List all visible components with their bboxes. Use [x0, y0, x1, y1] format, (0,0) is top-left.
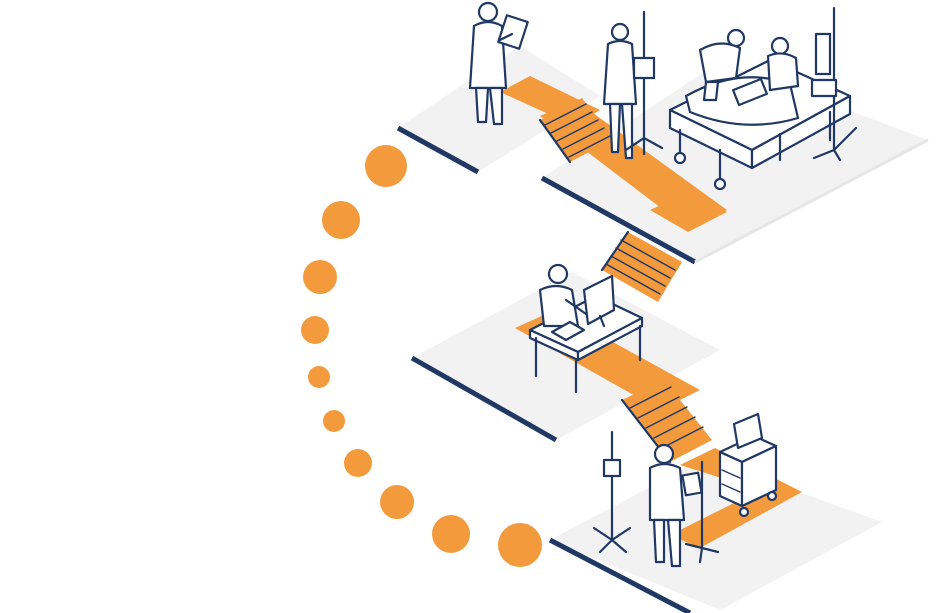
- medical-equipment-cart: [718, 412, 778, 518]
- clinician-with-tablet: [648, 443, 703, 568]
- arc-dot: [380, 485, 414, 519]
- stairs-upper: [538, 98, 612, 164]
- arc-dot: [308, 366, 330, 388]
- iv-pole-ward: [810, 6, 858, 162]
- iv-pole-bottom: [592, 430, 632, 554]
- arc-dot: [498, 523, 542, 567]
- computer-monitor: [582, 274, 616, 328]
- nurse-with-iv-pole: [602, 10, 664, 160]
- caregiver: [698, 28, 746, 102]
- stairs-middle: [600, 230, 682, 302]
- arc-dot: [323, 410, 345, 432]
- clinician-at-computer: [538, 263, 588, 328]
- arc-dot: [432, 515, 470, 553]
- iv-pole-bottom-right: [684, 460, 720, 564]
- arc-dot: [322, 201, 360, 239]
- keyboard: [550, 320, 586, 342]
- hospital-bed: [668, 58, 852, 191]
- arc-dot: [303, 260, 337, 294]
- doctor-with-clipboard: [468, 1, 529, 126]
- arc-dot: [365, 145, 407, 187]
- arc-dot: [301, 316, 329, 344]
- dotted-arc: [301, 145, 542, 567]
- patient-in-bed: [766, 36, 800, 92]
- arc-dot: [344, 449, 372, 477]
